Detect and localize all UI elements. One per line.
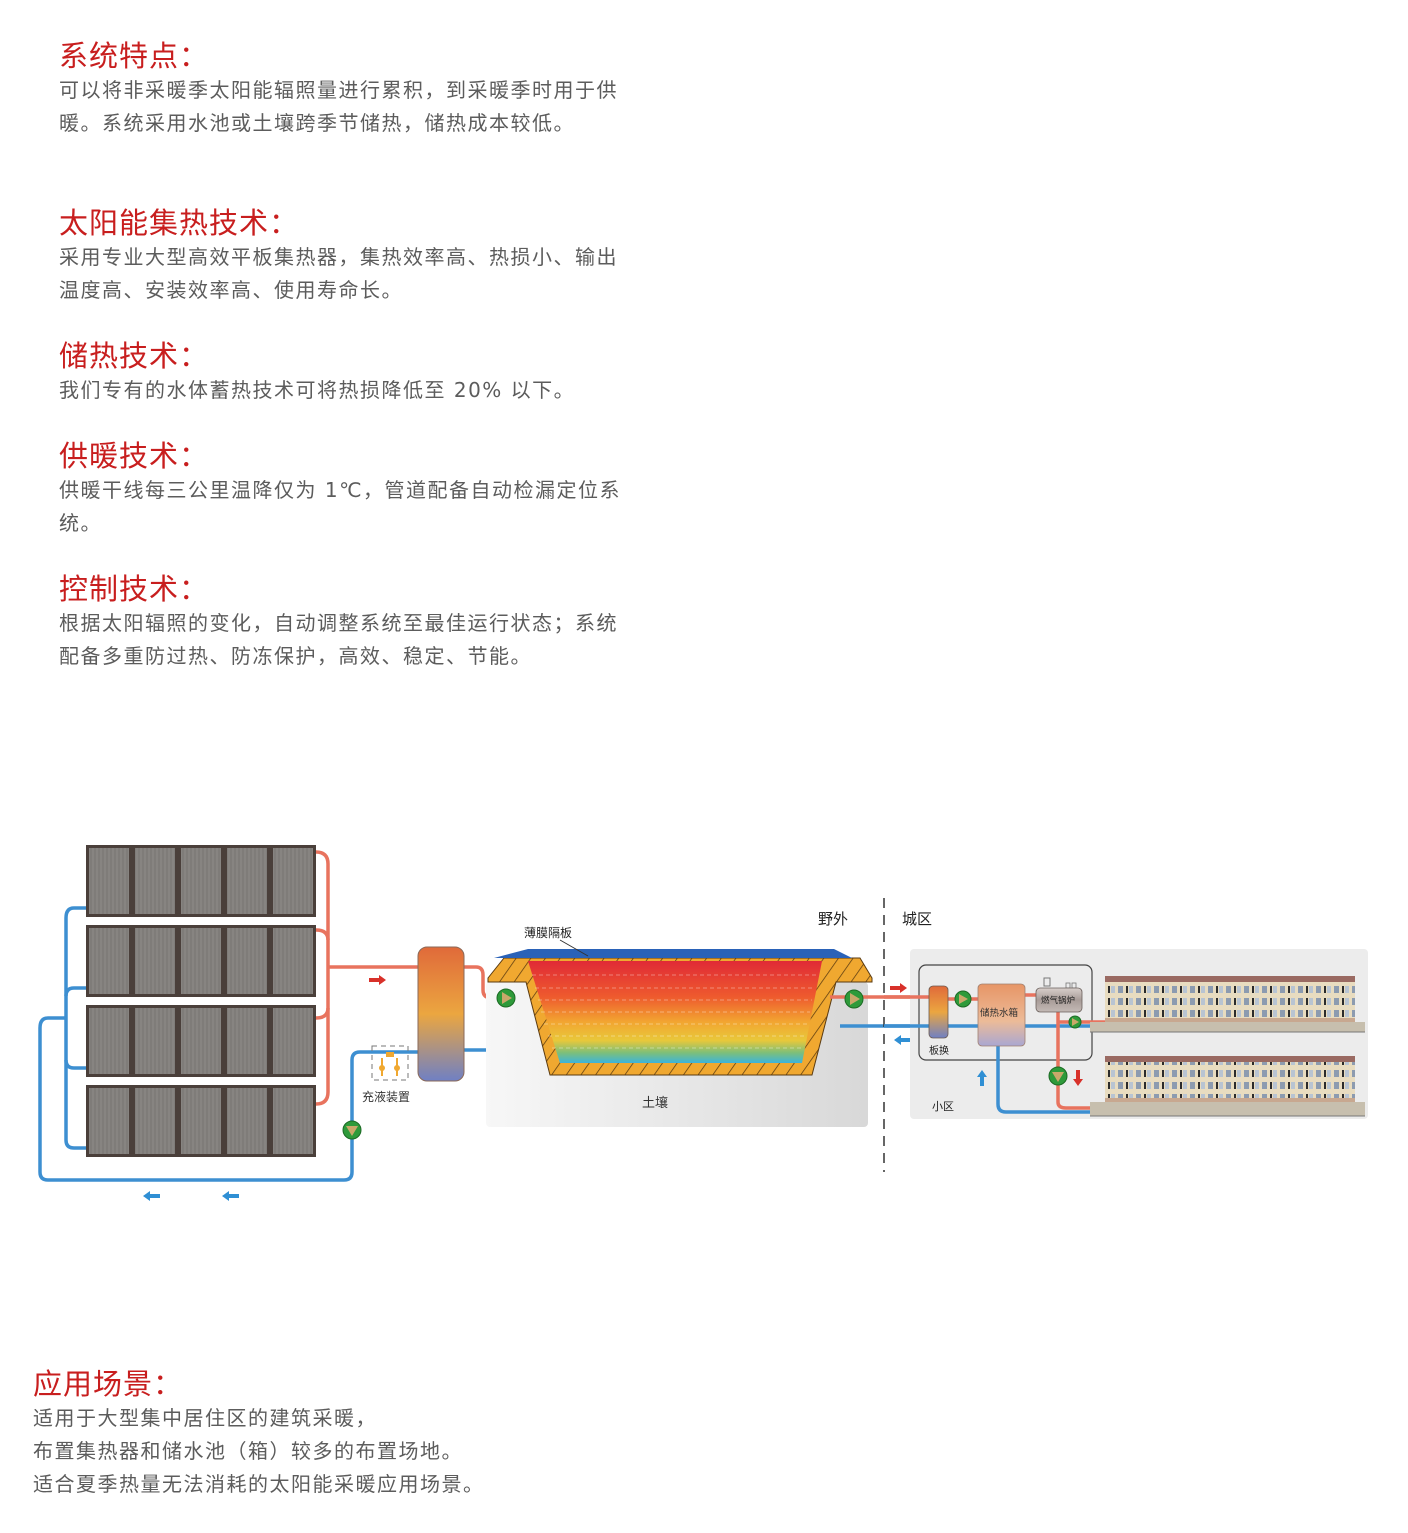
collector-panel	[181, 1008, 221, 1074]
collector-panel	[135, 928, 175, 994]
solar-collector-array	[86, 845, 316, 1157]
collector-panel	[89, 1008, 129, 1074]
collector-panel	[135, 848, 175, 914]
section-body-line: 统。	[59, 511, 102, 535]
gas-boiler: 燃气锅炉	[1035, 977, 1083, 1013]
collector-panel	[181, 928, 221, 994]
section-body-line: 我们专有的水体蓄热技术可将热损降低至 20% 以下。	[59, 378, 576, 402]
plate-exchanger: 板换	[928, 985, 949, 1057]
pump-icon	[1048, 1066, 1068, 1086]
collector-panel	[89, 848, 129, 914]
collector-panel	[135, 1088, 175, 1154]
flow-arrow-hot	[1073, 1070, 1083, 1086]
collector-panel	[227, 848, 267, 914]
section-body-line: 适用于大型集中居住区的建筑采暖，	[33, 1406, 377, 1430]
section-system-features: 系统特点： 可以将非采暖季太阳能辐照量进行累积，到采暖季时用于供 暖。系统采用水…	[59, 38, 719, 140]
section-body-line: 暖。系统采用水池或土壤跨季节储热，储热成本较低。	[59, 111, 575, 135]
collector-panel	[273, 1088, 313, 1154]
collector-panel	[273, 848, 313, 914]
storage-tank-label: 储热水箱	[980, 1007, 1018, 1019]
residential-buildings	[1090, 976, 1365, 1117]
section-heading: 系统特点：	[59, 39, 210, 73]
building-row	[1090, 976, 1365, 1033]
outdoor-label: 野外	[818, 910, 848, 928]
collector-panel	[181, 1088, 221, 1154]
pump-icon	[1068, 1015, 1082, 1029]
section-application: 应用场景： 适用于大型集中居住区的建筑采暖， 布置集热器和储水池（箱）较多的布置…	[33, 1366, 733, 1501]
section-heating-supply: 供暖技术： 供暖干线每三公里温降仅为 1℃，管道配备自动检漏定位系 统。	[59, 438, 719, 540]
collector-panel	[273, 1008, 313, 1074]
storage-pool: 薄膜隔板	[487, 925, 873, 1076]
membrane-cover	[494, 949, 852, 958]
section-body-line: 供暖干线每三公里温降仅为 1℃，管道配备自动检漏定位系	[59, 478, 622, 502]
membrane-label: 薄膜隔板	[524, 925, 572, 940]
section-heading: 应用场景：	[33, 1367, 184, 1401]
system-diagram: 充液装置 土壤 薄膜隔板	[38, 845, 1368, 1201]
section-body-line: 采用专业大型高效平板集热器，集热效率高、热损小、输出	[59, 245, 618, 269]
hot-pipe	[315, 850, 500, 1106]
section-body-line: 可以将非采暖季太阳能辐照量进行累积，到采暖季时用于供	[59, 78, 618, 102]
section-body-line: 根据太阳辐照的变化，自动调整系统至最佳运行状态；系统	[59, 611, 618, 635]
section-heading: 储热技术：	[59, 339, 210, 373]
plate-exchanger-label: 板换	[929, 1044, 949, 1057]
gas-boiler-label: 燃气锅炉	[1041, 995, 1075, 1006]
pump-icon	[342, 1120, 362, 1140]
fill-device-label: 充液装置	[362, 1089, 410, 1104]
community-label: 小区	[932, 1100, 954, 1113]
collector-panel	[227, 928, 267, 994]
pump-icon	[844, 989, 864, 1009]
section-solar-collection: 太阳能集热技术： 采用专业大型高效平板集热器，集热效率高、热损小、输出 温度高、…	[59, 205, 719, 307]
collector-panel	[89, 1088, 129, 1154]
section-body-line: 配备多重防过热、防冻保护，高效、稳定、节能。	[59, 644, 532, 668]
section-body-line: 适合夏季热量无法消耗的太阳能采暖应用场景。	[33, 1472, 485, 1496]
pump-icon	[496, 988, 516, 1008]
section-body-line: 温度高、安装效率高、使用寿命长。	[59, 278, 403, 302]
soil-label: 土壤	[642, 1095, 668, 1111]
building-row	[1090, 1056, 1365, 1117]
collector-panel	[135, 1008, 175, 1074]
urban-label: 城区	[902, 910, 932, 928]
pump-icon	[954, 990, 972, 1008]
storage-tank: 储热水箱	[977, 983, 1026, 1047]
flow-arrow-cold	[977, 1070, 987, 1086]
section-heading: 控制技术：	[59, 572, 210, 606]
collector-panel	[89, 928, 129, 994]
section-heading: 太阳能集热技术：	[59, 206, 300, 240]
fill-device: 充液装置	[362, 1045, 410, 1104]
heat-exchanger	[417, 946, 465, 1082]
section-heat-storage: 储热技术： 我们专有的水体蓄热技术可将热损降低至 20% 以下。	[59, 338, 719, 407]
collector-panel	[227, 1008, 267, 1074]
section-control: 控制技术： 根据太阳辐照的变化，自动调整系统至最佳运行状态；系统 配备多重防过热…	[59, 571, 719, 673]
section-heading: 供暖技术：	[59, 439, 210, 473]
collector-panel	[181, 848, 221, 914]
section-body-line: 布置集热器和储水池（箱）较多的布置场地。	[33, 1439, 463, 1463]
collector-panel	[227, 1088, 267, 1154]
collector-panel	[273, 928, 313, 994]
